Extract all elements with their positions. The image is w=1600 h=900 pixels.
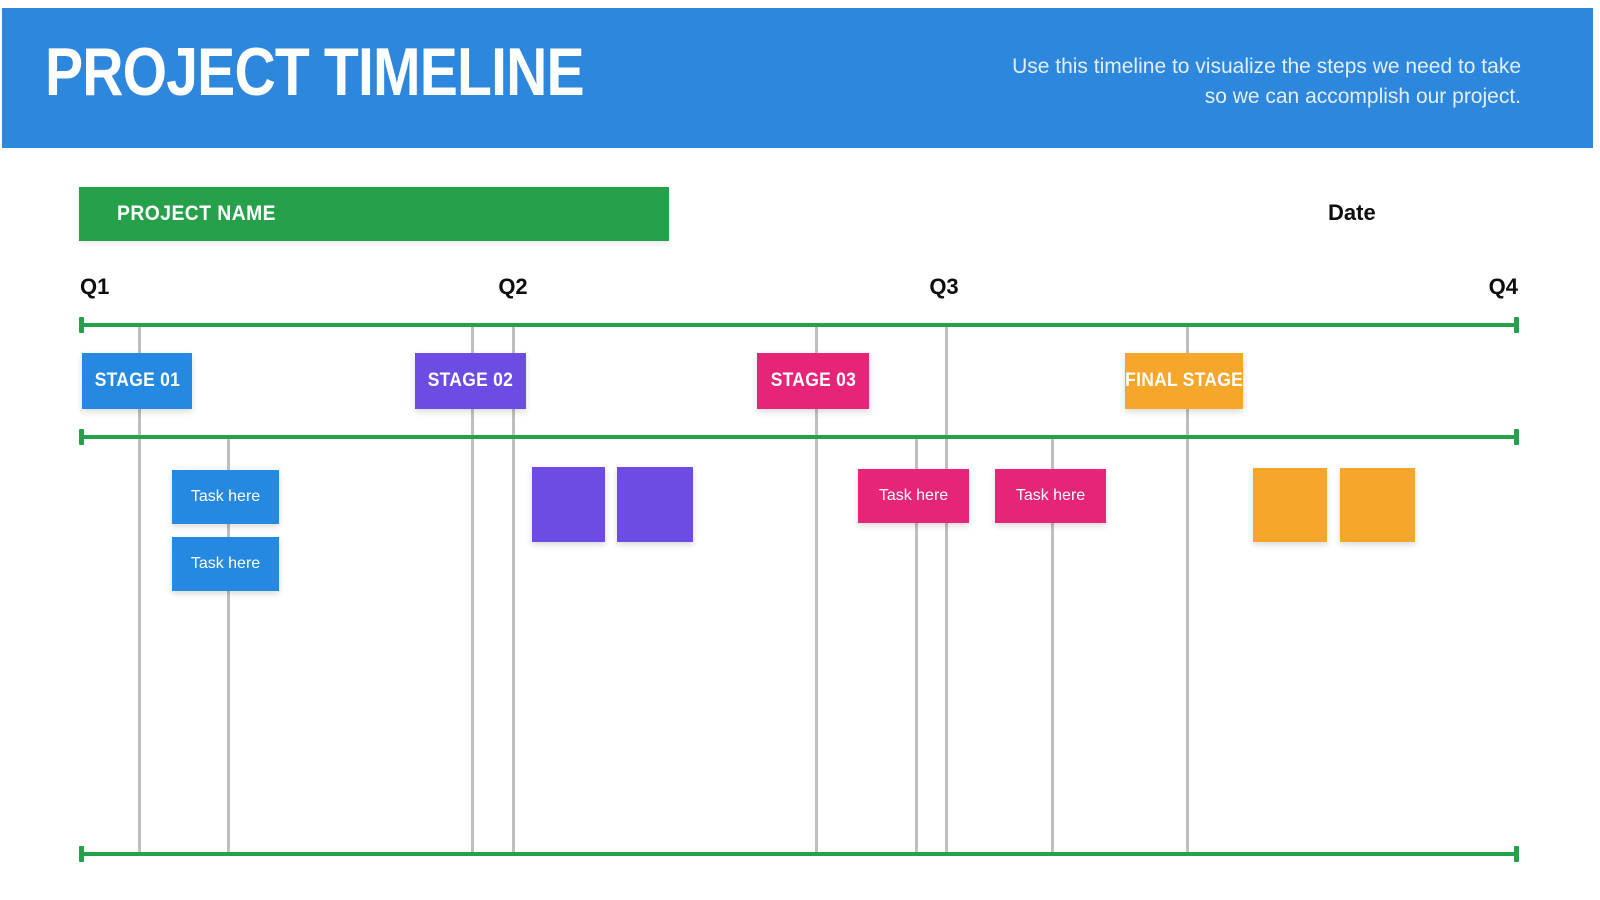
task-box-pink-1[interactable]: Task here xyxy=(858,469,969,523)
gridline-q2 xyxy=(512,325,515,854)
task-square-purple-2[interactable] xyxy=(617,467,693,542)
gridline-task-pink2 xyxy=(1051,437,1054,854)
gridline-task-pink1 xyxy=(915,437,918,854)
header-subtitle-line1: Use this timeline to visualize the steps… xyxy=(1012,55,1521,78)
page-title: PROJECT TIMELINE xyxy=(45,34,585,110)
header-banner: PROJECT TIMELINE Use this timeline to vi… xyxy=(2,8,1593,148)
timeline-axis-top xyxy=(79,317,1519,333)
task-square-purple-1[interactable] xyxy=(532,467,605,542)
task-box-blue-2[interactable]: Task here xyxy=(172,537,279,591)
task-square-orange-2[interactable] xyxy=(1340,468,1415,542)
task-box-pink-2[interactable]: Task here xyxy=(995,469,1106,523)
stage-box-1[interactable]: STAGE 01 xyxy=(82,353,192,409)
project-name-label: PROJECT NAME xyxy=(117,202,277,225)
task-square-orange-1[interactable] xyxy=(1253,468,1327,542)
project-name-bar[interactable]: PROJECT NAME xyxy=(79,187,669,241)
timeline-axis-bottom xyxy=(79,846,1519,862)
stage-box-3[interactable]: STAGE 03 xyxy=(757,353,869,409)
gridline-task-blue xyxy=(227,437,230,854)
header-subtitle: Use this timeline to visualize the steps… xyxy=(1012,52,1521,112)
gridline-stage2 xyxy=(471,325,474,854)
timeline-axis-middle xyxy=(79,429,1519,445)
stage-box-1-label: STAGE 01 xyxy=(94,370,180,391)
gridline-final-stage xyxy=(1186,325,1189,854)
gridline-stage1 xyxy=(138,325,141,854)
stage-box-2-label: STAGE 02 xyxy=(427,370,514,391)
stage-box-final-label: FINAL STAGE xyxy=(1125,370,1243,391)
stage-box-2[interactable]: STAGE 02 xyxy=(415,353,526,409)
date-label: Date xyxy=(1328,200,1376,225)
task-box-blue-1[interactable]: Task here xyxy=(172,470,279,524)
gridline-stage3 xyxy=(815,325,818,854)
quarter-label-q1: Q1 xyxy=(80,274,110,299)
stage-box-final[interactable]: FINAL STAGE xyxy=(1125,353,1243,409)
gridline-q3 xyxy=(945,325,948,854)
quarter-label-q3: Q3 xyxy=(929,274,959,299)
stage-box-3-label: STAGE 03 xyxy=(770,370,856,391)
header-subtitle-line2: so we can accomplish our project. xyxy=(1204,85,1521,108)
quarter-label-q4: Q4 xyxy=(1488,274,1518,299)
quarter-label-q2: Q2 xyxy=(498,274,528,299)
